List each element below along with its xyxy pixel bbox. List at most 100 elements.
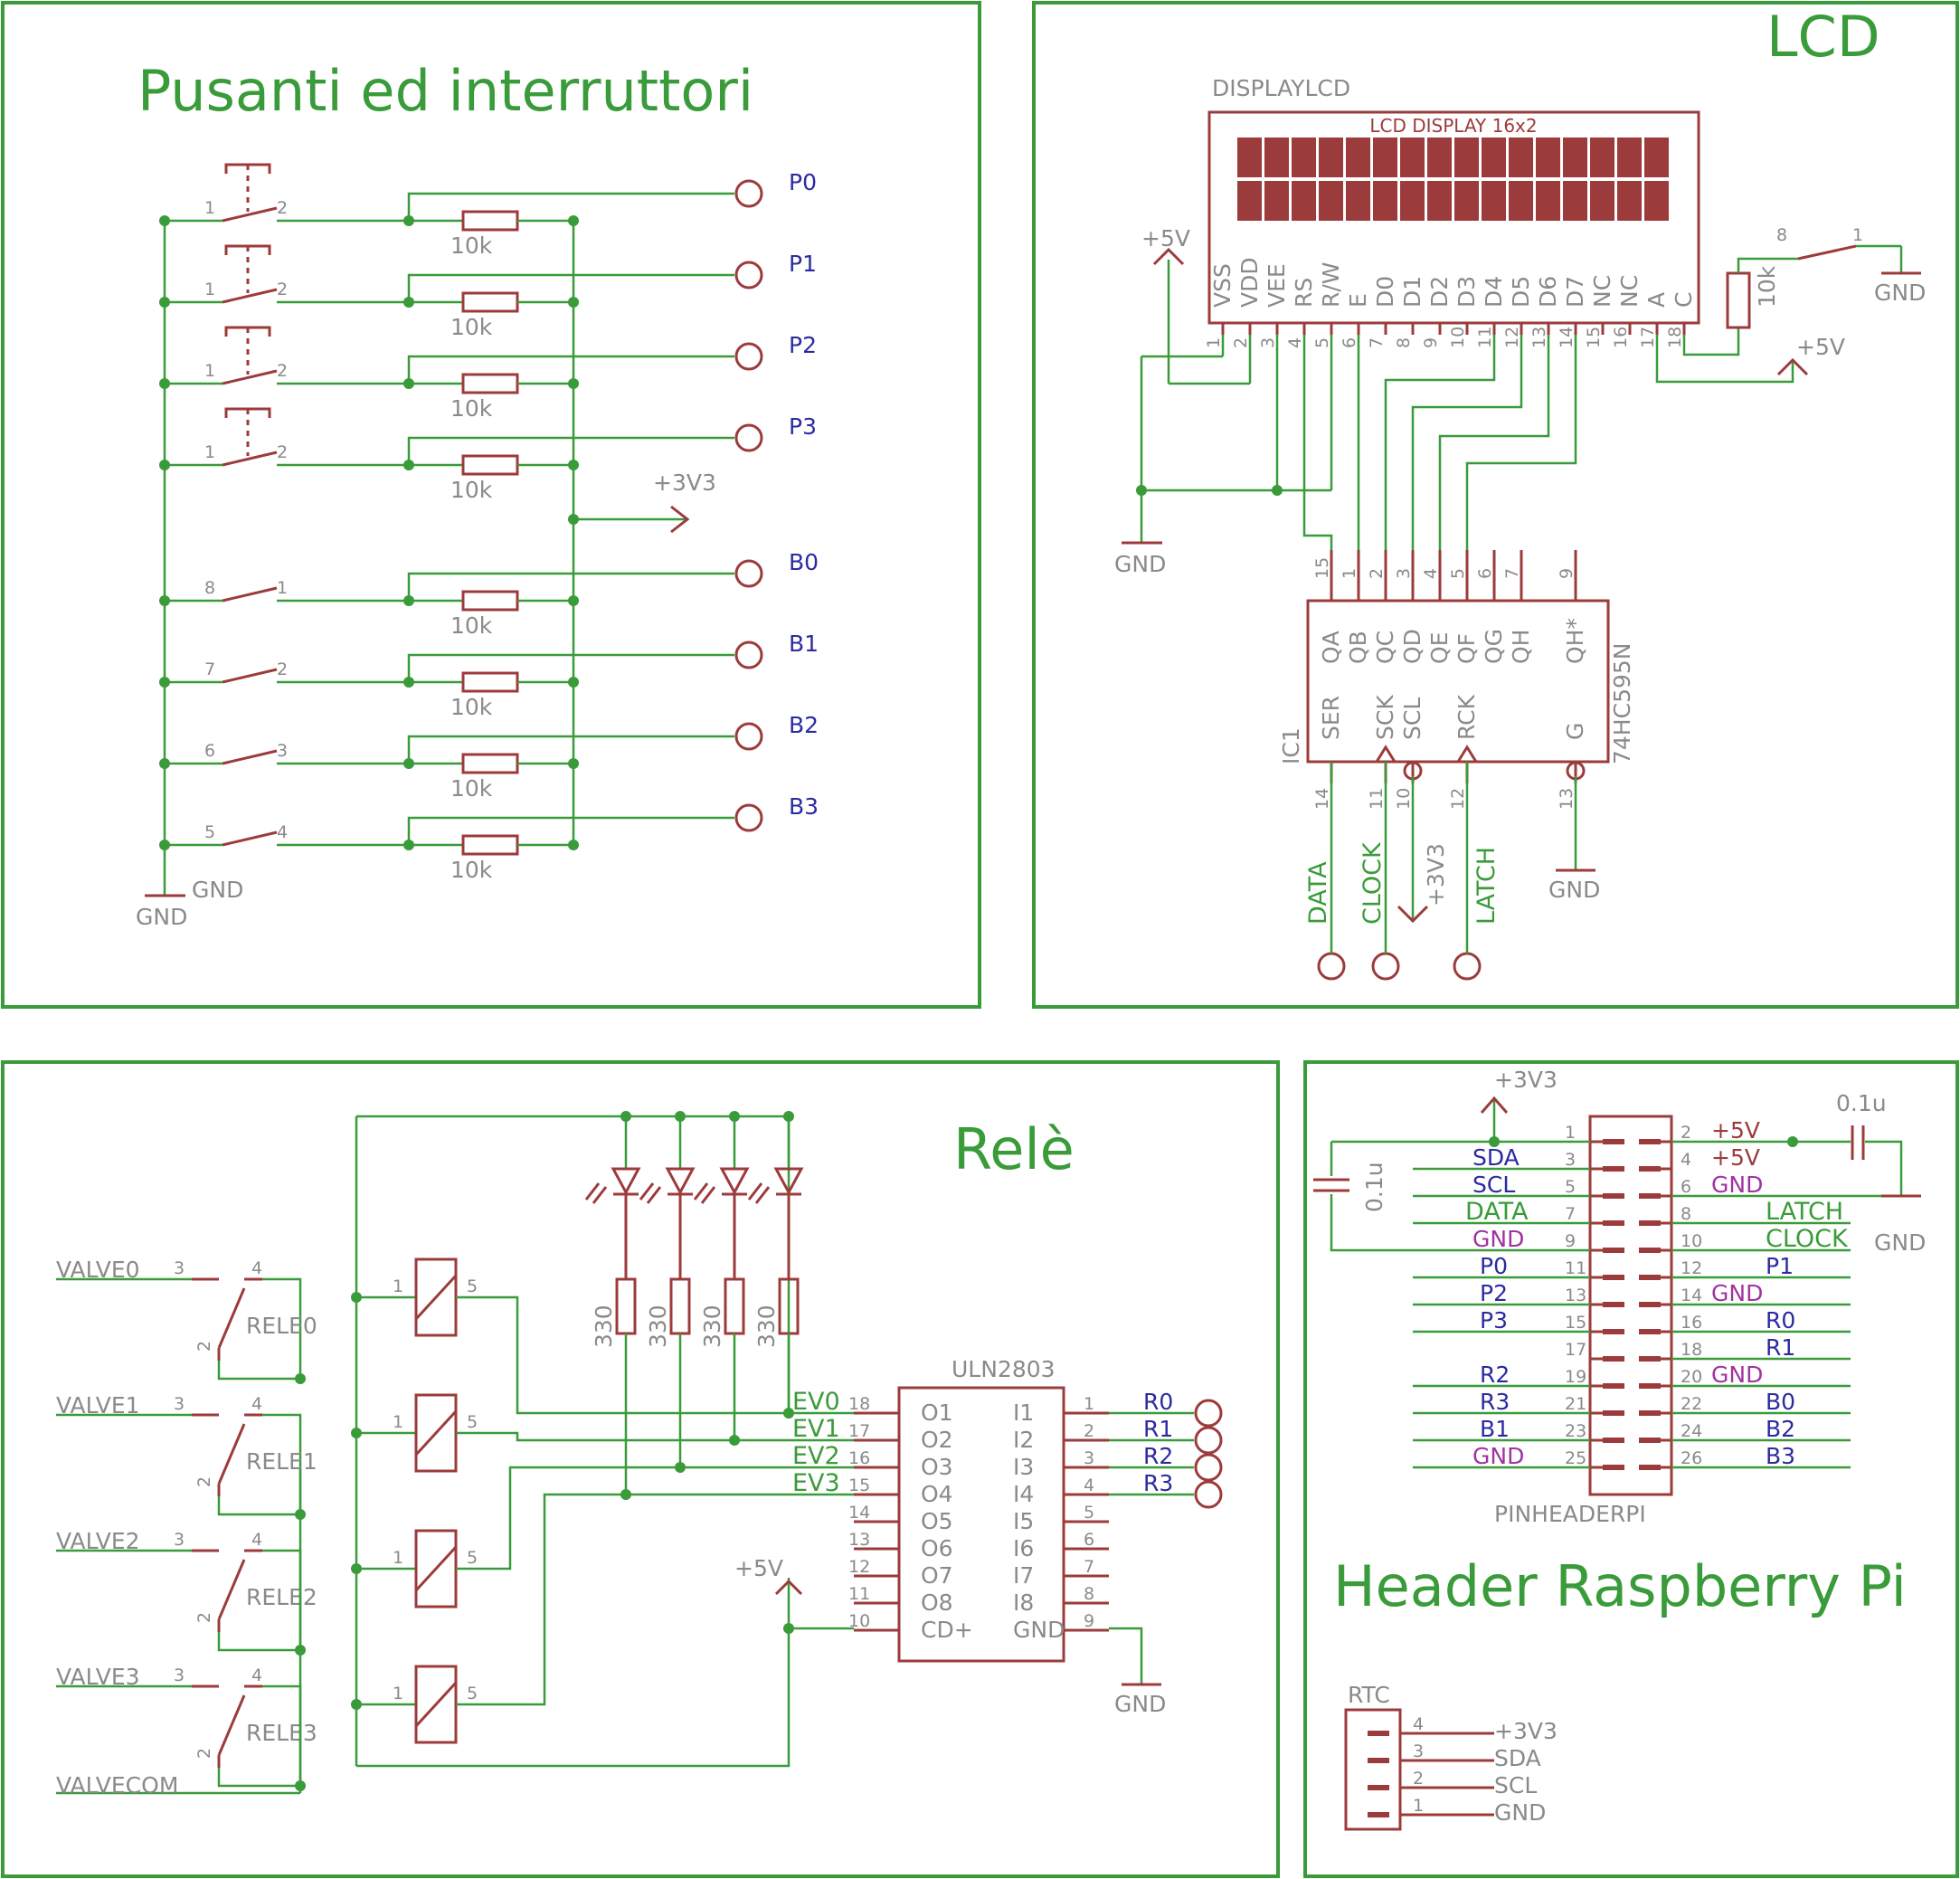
output-pad-b2[interactable] xyxy=(734,722,763,751)
lcd-pin-name: D3 xyxy=(1453,276,1480,308)
data-pad[interactable] xyxy=(1317,952,1346,981)
ev-net: EV0 xyxy=(792,1388,840,1416)
header-left-net: P3 xyxy=(1480,1307,1508,1333)
output-label: B2 xyxy=(789,712,819,738)
output-wire xyxy=(407,273,734,302)
pushbutton[interactable] xyxy=(222,206,278,223)
lcd-cell xyxy=(1264,138,1289,177)
switch[interactable] xyxy=(222,830,278,847)
uln-in-number: 4 xyxy=(1084,1476,1094,1495)
header-pin-number: 4 xyxy=(1681,1150,1691,1170)
pushbutton[interactable] xyxy=(222,288,278,304)
r-pad-r0[interactable] xyxy=(1194,1399,1223,1428)
header-pin-number: 14 xyxy=(1681,1286,1702,1305)
switch[interactable] xyxy=(222,586,278,603)
pushbutton[interactable] xyxy=(222,369,278,385)
lcd-pin-number: 9 xyxy=(1421,337,1441,348)
lcd-cell xyxy=(1509,138,1533,177)
pullup-resistor xyxy=(461,834,519,856)
output-pad-p1[interactable] xyxy=(734,261,763,289)
switch[interactable] xyxy=(222,668,278,684)
sr-top-pin-name: QC xyxy=(1372,631,1398,664)
header-pin-number: 12 xyxy=(1681,1258,1702,1278)
relay-label: RELE1 xyxy=(246,1448,317,1475)
lcd-pin-number: 4 xyxy=(1285,337,1305,348)
led-resistor-value: 330 xyxy=(645,1305,671,1348)
latch-pad[interactable] xyxy=(1453,952,1482,981)
uln-in-name: GND xyxy=(1013,1617,1065,1643)
sr-bottom-pin-number: 12 xyxy=(1448,788,1468,810)
header-pin-number: 20 xyxy=(1681,1367,1702,1387)
header-pin-number: 17 xyxy=(1565,1340,1586,1360)
lcd-pin-number: 10 xyxy=(1448,327,1468,348)
output-pad-b3[interactable] xyxy=(734,803,763,832)
output-wire xyxy=(407,653,734,682)
uln-out-name: O3 xyxy=(921,1454,953,1480)
uln-in-name: I6 xyxy=(1013,1535,1034,1561)
lcd-cell xyxy=(1373,181,1397,221)
header-pin xyxy=(1603,1383,1624,1389)
pin-number: 2 xyxy=(277,361,288,381)
contact-pin: 4 xyxy=(251,1258,262,1278)
r-pad-r2[interactable] xyxy=(1194,1453,1223,1482)
sr-bottom-pin-name: SCK xyxy=(1372,695,1398,740)
uln-out-number: 16 xyxy=(848,1448,870,1468)
output-pad-b0[interactable] xyxy=(734,559,763,588)
lcd-cell xyxy=(1237,181,1262,221)
junction xyxy=(1787,1136,1798,1147)
coil-pin: 5 xyxy=(467,1276,478,1296)
header-right-net: R0 xyxy=(1766,1307,1795,1333)
header-pin xyxy=(1639,1139,1661,1144)
clock-pad[interactable] xyxy=(1371,952,1400,981)
pushbutton[interactable] xyxy=(222,451,278,467)
contact-pin: 4 xyxy=(251,1530,262,1550)
header-left-net: GND xyxy=(1472,1443,1524,1469)
rtc-body xyxy=(1344,1708,1402,1831)
lcd-body xyxy=(1207,110,1700,325)
rtc-net: SCL xyxy=(1494,1772,1537,1798)
output-label: P3 xyxy=(789,413,817,440)
signal-latch: LATCH xyxy=(1472,847,1501,925)
output-pad-p2[interactable] xyxy=(734,342,763,371)
contact-pin: 4 xyxy=(251,1394,262,1414)
lcd-pin-name: RS xyxy=(1291,278,1317,308)
coil-slash xyxy=(414,1545,458,1592)
capl-gnd-wire xyxy=(1330,1194,1590,1252)
uln-gnd-wire xyxy=(1109,1627,1143,1684)
header-pin xyxy=(1603,1410,1624,1416)
sr-top-pin-name: QD xyxy=(1399,629,1425,664)
switch[interactable] xyxy=(222,749,278,765)
sr-bottom-pin-name: G xyxy=(1562,723,1588,740)
header-right-net: B3 xyxy=(1766,1443,1795,1469)
pinheader-part: PINHEADERPI xyxy=(1494,1501,1646,1527)
lcd-pin-number: 3 xyxy=(1258,337,1278,348)
lcd-cell xyxy=(1482,181,1506,221)
r-pad-r1[interactable] xyxy=(1194,1426,1223,1455)
header-pin-number: 6 xyxy=(1681,1177,1691,1197)
contact-pin: 2 xyxy=(194,1341,214,1352)
valve-label: VALVE0 xyxy=(56,1257,140,1283)
lcd-pin-name: R/W xyxy=(1318,261,1344,308)
header-pin-number: 21 xyxy=(1565,1394,1586,1414)
pin-number: 3 xyxy=(277,741,288,761)
r-pad-r3[interactable] xyxy=(1194,1480,1223,1509)
output-pad-b1[interactable] xyxy=(734,641,763,669)
lcd-pin-number: 14 xyxy=(1557,327,1577,348)
pin-number: 1 xyxy=(277,578,288,598)
output-pad-p3[interactable] xyxy=(734,423,763,452)
uln-in-number: 3 xyxy=(1084,1448,1094,1468)
d4-wire xyxy=(1384,335,1496,550)
output-wire xyxy=(407,436,734,465)
header-right-net: +5V xyxy=(1711,1144,1760,1171)
output-pad-p0[interactable] xyxy=(734,179,763,208)
sr-top-pin-name: QB xyxy=(1345,631,1371,664)
pullup-resistor xyxy=(461,373,519,394)
header-right-net: R1 xyxy=(1766,1334,1795,1361)
trimmer-value: 10k xyxy=(1754,265,1780,308)
output-label: P0 xyxy=(789,169,817,195)
header-pin xyxy=(1603,1275,1624,1280)
lcd-cell xyxy=(1509,181,1533,221)
lcd-panel xyxy=(1032,1,1959,1009)
